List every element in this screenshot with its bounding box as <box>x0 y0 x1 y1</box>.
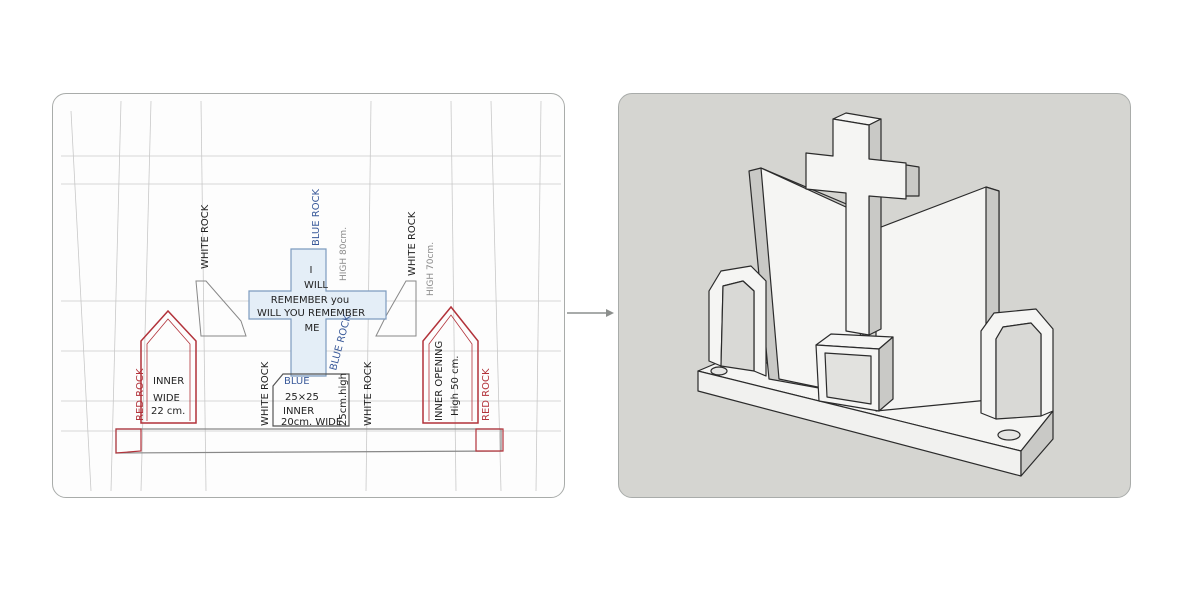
label-red-rock: RED ROCK <box>481 368 492 421</box>
label-blue-rock: BLUE ROCK <box>311 188 322 246</box>
label-red-rock: RED ROCK <box>135 368 146 421</box>
label-high-80: HIGH 80cm. <box>339 227 349 281</box>
label-box-inner: INNER <box>283 406 314 417</box>
cross-text: ME <box>305 323 320 334</box>
model-panel <box>618 93 1131 498</box>
label-inner-opening: INNER OPENING <box>434 341 445 421</box>
label-blue-rock: BLUE ROCK <box>328 313 354 371</box>
cross-text: WILL <box>304 280 328 291</box>
label-white-rock: WHITE ROCK <box>407 211 418 276</box>
label-blue: BLUE <box>284 376 310 387</box>
3d-model <box>697 112 1054 477</box>
label-white-rock: WHITE ROCK <box>363 361 374 426</box>
label-white-rock: WHITE ROCK <box>260 361 271 426</box>
label-high-50: High 50 cm. <box>450 356 461 416</box>
sketch-panel: WHITE ROCK BLUE ROCK HIGH 80cm. WHITE RO… <box>52 93 565 498</box>
label-box-high: 25cm.high <box>338 373 349 426</box>
label-wide: WIDE <box>153 393 180 404</box>
cross-text: REMEMBER you <box>271 295 350 306</box>
label-22cm: 22 cm. <box>151 406 185 417</box>
cross-text: WILL YOU REMEMBER <box>257 308 365 319</box>
label-white-rock: WHITE ROCK <box>200 204 211 269</box>
label-inner: INNER <box>153 376 184 387</box>
arrow-right-icon <box>567 309 614 317</box>
hand-sketch: WHITE ROCK BLUE ROCK HIGH 80cm. WHITE RO… <box>61 100 561 492</box>
cross-text: I <box>310 265 313 276</box>
label-box-size: 25×25 <box>285 392 319 403</box>
label-box-wide: 20cm. WIDE <box>281 417 342 428</box>
label-high-70: HIGH 70cm. <box>426 242 436 296</box>
